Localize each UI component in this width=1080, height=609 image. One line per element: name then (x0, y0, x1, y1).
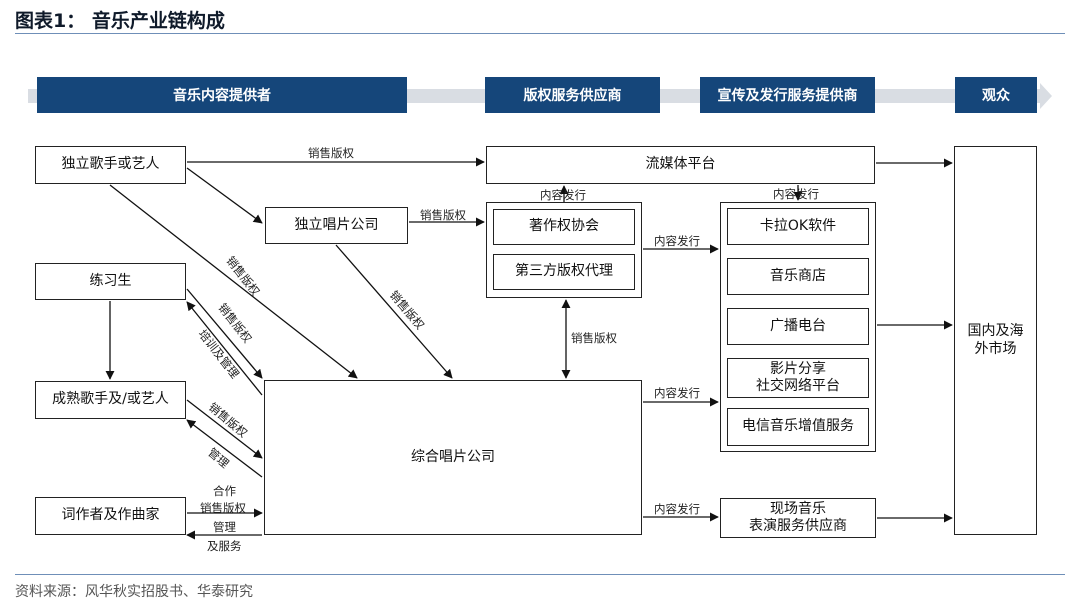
third-party-agent-box: 第三方版权代理 (493, 254, 635, 290)
lyricist-composer-label: 词作者及作曲家 (61, 507, 160, 524)
third-party-agent-label: 第三方版权代理 (515, 263, 613, 280)
edge-artist-to-major-label (109, 184, 358, 379)
major-label-box: 综合唱片公司 (264, 380, 642, 535)
footer-rule (15, 574, 1065, 575)
copyright-association-label: 著作权协会 (529, 218, 599, 235)
figure-title: 图表1： 音乐产业链构成 (15, 10, 225, 32)
label-sell-indie-label: 销售版权 (420, 208, 466, 222)
karaoke-software-label: 卡拉OK软件 (759, 217, 837, 234)
copyright-association-box: 著作权协会 (493, 209, 635, 245)
trainee-label: 练习生 (89, 272, 132, 289)
edge-mature-artist-to-major-label (186, 399, 263, 459)
header-music-content-providers: 音乐内容提供者 (37, 77, 407, 113)
source-note: 资料来源：风华秋实招股书、华泰研究 (15, 584, 253, 600)
market-label-line2: 外市场 (974, 340, 1017, 357)
title-rule (15, 33, 1065, 34)
label-sell-vertical: 销售版权 (571, 331, 617, 345)
label-dist-top-right: 内容发行 (773, 187, 819, 201)
streaming-platform-box: 流媒体平台 (486, 146, 875, 184)
label-dist-major: 内容发行 (654, 386, 700, 400)
label-manage-lyricist: 管理 (213, 520, 236, 534)
performance-provider-label: 表演服务供应商 (749, 518, 847, 534)
edge-trainee-to-major-label (186, 288, 263, 379)
live-music-label: 现场音乐 (770, 500, 826, 517)
mature-artist-box: 成熟歌手及/或艺人 (35, 381, 186, 419)
mature-artist-label: 成熟歌手及/或艺人 (52, 391, 169, 408)
major-label-label: 综合唱片公司 (411, 448, 495, 465)
trainee-box: 练习生 (35, 263, 186, 300)
edge-major-label-to-mature-artist (186, 419, 263, 478)
video-social-box: 影片分享 社交网络平台 (727, 358, 869, 398)
label-service-lyricist: 及服务 (207, 539, 242, 553)
telecom-vas-label: 电信音乐增值服务 (742, 418, 854, 435)
indie-artist-label: 独立歌手或艺人 (61, 156, 160, 173)
radio-station-label: 广播电台 (770, 317, 826, 334)
indie-label-label: 独立唱片公司 (294, 216, 379, 233)
streaming-platform-label: 流媒体平台 (645, 156, 716, 173)
header-promotion-distribution: 宣传及发行服务提供商 (700, 77, 875, 113)
music-store-box: 音乐商店 (727, 258, 869, 295)
karaoke-software-box: 卡拉OK软件 (727, 208, 869, 245)
header-copyright-services: 版权服务供应商 (485, 77, 660, 113)
label-coop: 合作 (213, 484, 236, 498)
live-performance-box: 现场音乐 表演服务供应商 (720, 498, 876, 538)
domestic-overseas-market-box: 国内及海 外市场 (954, 146, 1037, 535)
social-network-label: 社交网络平台 (756, 378, 840, 394)
label-sell-top: 销售版权 (308, 146, 354, 160)
label-dist-live: 内容发行 (654, 502, 700, 516)
edge-artist-to-indie-label (186, 167, 263, 224)
music-store-label: 音乐商店 (770, 267, 826, 284)
radio-station-box: 广播电台 (727, 308, 869, 345)
lyricist-composer-box: 词作者及作曲家 (35, 497, 186, 535)
label-dist-assoc: 内容发行 (654, 234, 700, 248)
market-label-line1: 国内及海 (967, 323, 1024, 339)
header-audience: 观众 (955, 77, 1037, 113)
indie-artist-box: 独立歌手或艺人 (35, 146, 186, 184)
video-sharing-label: 影片分享 (770, 360, 826, 377)
telecom-vas-box: 电信音乐增值服务 (727, 408, 869, 446)
indie-label-box: 独立唱片公司 (265, 207, 408, 244)
edge-major-label-to-trainee (186, 301, 263, 396)
label-dist-top-left: 内容发行 (540, 188, 586, 202)
edge-indie-label-to-major-label (335, 244, 453, 379)
label-sell-lyricist: 销售版权 (200, 501, 246, 515)
